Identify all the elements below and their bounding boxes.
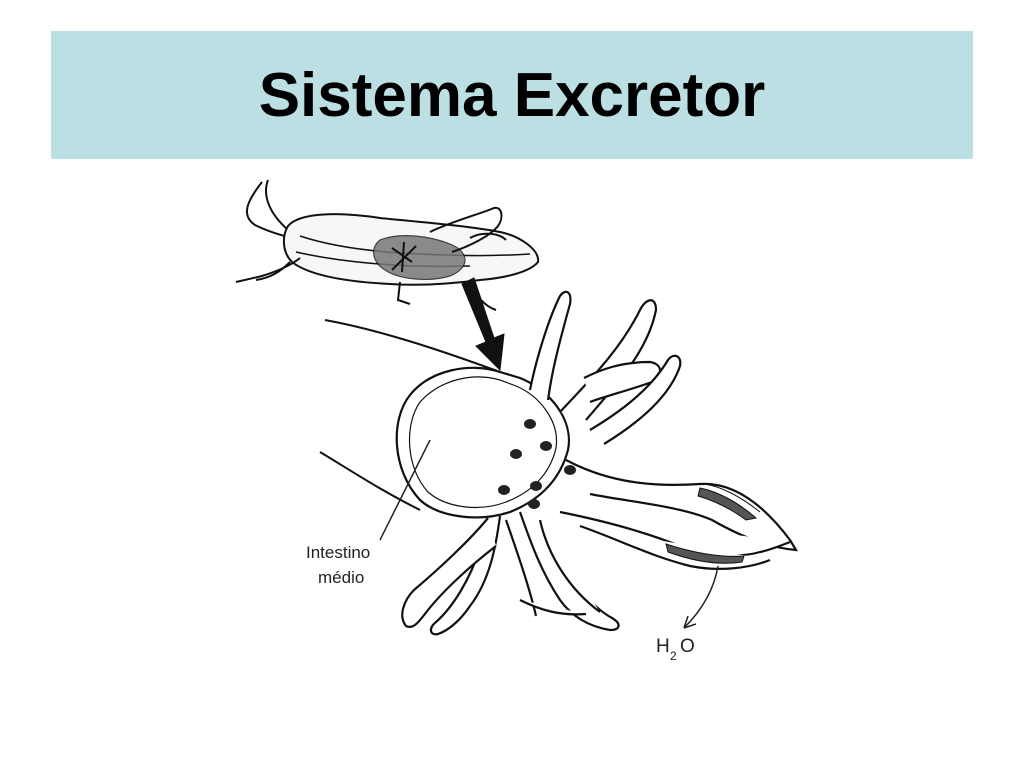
water-label-subscript: 2	[670, 649, 677, 663]
title-bar: Sistema Excretor	[51, 31, 973, 159]
water-label: H 2 O	[656, 636, 695, 663]
midgut-and-malpighian-tubules	[395, 290, 799, 636]
water-label-h: H	[656, 636, 670, 657]
water-leader-arrow	[683, 565, 719, 629]
midgut-leader-line	[379, 439, 431, 541]
midgut-label-line1: Intestino	[306, 543, 370, 562]
gut-tract	[319, 319, 501, 511]
insect-illustration	[235, 179, 540, 311]
midgut-particles	[498, 419, 576, 509]
midgut-label-line2: médio	[318, 568, 364, 587]
water-label-o: O	[680, 636, 695, 657]
arrow-icon	[461, 277, 505, 372]
slide-title: Sistema Excretor	[258, 60, 766, 130]
